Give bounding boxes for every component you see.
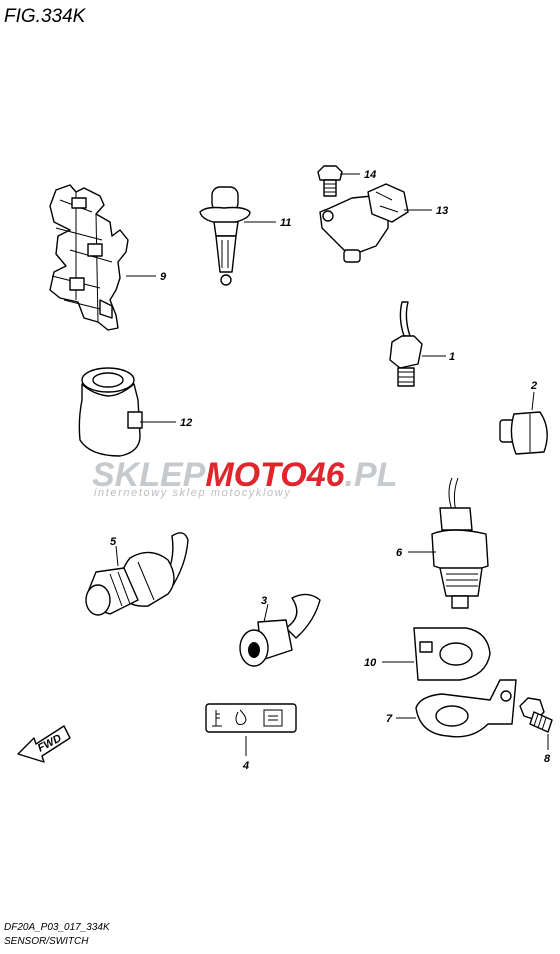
callout-2: 2 bbox=[530, 380, 537, 392]
callout-labels: 1 2 3 4 5 6 7 8 9 10 11 12 13 14 bbox=[110, 169, 551, 772]
callout-6: 6 bbox=[396, 547, 403, 559]
footer-caption: SENSOR/SWITCH bbox=[4, 936, 89, 947]
sensor-3-part bbox=[239, 593, 321, 667]
watermark: SKLEPMOTO46.PL internetowy sklep motocyk… bbox=[92, 456, 397, 499]
callout-13: 13 bbox=[436, 205, 448, 217]
sensor-5-part bbox=[85, 532, 189, 616]
watermark-tagline: internetowy sklep motocyklowy bbox=[94, 487, 291, 499]
callout-14: 14 bbox=[364, 169, 376, 181]
callout-11: 11 bbox=[280, 217, 291, 229]
intake-sensor-part bbox=[199, 186, 251, 286]
watermark-brand: SKLEPMOTO46.PL bbox=[92, 456, 397, 494]
footer-code: DF20A_P03_017_334K bbox=[4, 922, 111, 933]
switch-2-part bbox=[499, 411, 548, 455]
callout-12: 12 bbox=[180, 417, 192, 429]
gasket-10-part bbox=[413, 627, 491, 681]
switch-6-part bbox=[431, 477, 489, 609]
watermark-brand-gray: SKLEP bbox=[92, 456, 206, 494]
indicator-label-part bbox=[205, 703, 297, 733]
callout-7: 7 bbox=[386, 713, 393, 725]
bolt-14-part bbox=[317, 165, 343, 197]
leader-lines bbox=[115, 173, 549, 756]
bracket-7-part bbox=[415, 679, 517, 738]
figure-title: FIG.334K bbox=[4, 6, 87, 27]
callout-3: 3 bbox=[261, 595, 267, 607]
watermark-brand-red: MOTO46 bbox=[205, 456, 345, 494]
boot-part bbox=[78, 367, 143, 457]
callout-4: 4 bbox=[242, 760, 249, 772]
callout-8: 8 bbox=[544, 753, 551, 765]
pressure-sensor-part bbox=[319, 183, 409, 263]
callout-9: 9 bbox=[160, 271, 167, 283]
connector-bracket-part bbox=[49, 184, 129, 331]
callout-5: 5 bbox=[110, 536, 117, 548]
fwd-direction-arrow: FWD bbox=[17, 725, 71, 763]
callout-10: 10 bbox=[364, 657, 377, 669]
watermark-brand-gray2: .PL bbox=[345, 456, 398, 494]
bolt-8-part bbox=[519, 697, 553, 733]
callout-1: 1 bbox=[449, 351, 455, 363]
temp-sensor-1-part bbox=[389, 301, 423, 387]
